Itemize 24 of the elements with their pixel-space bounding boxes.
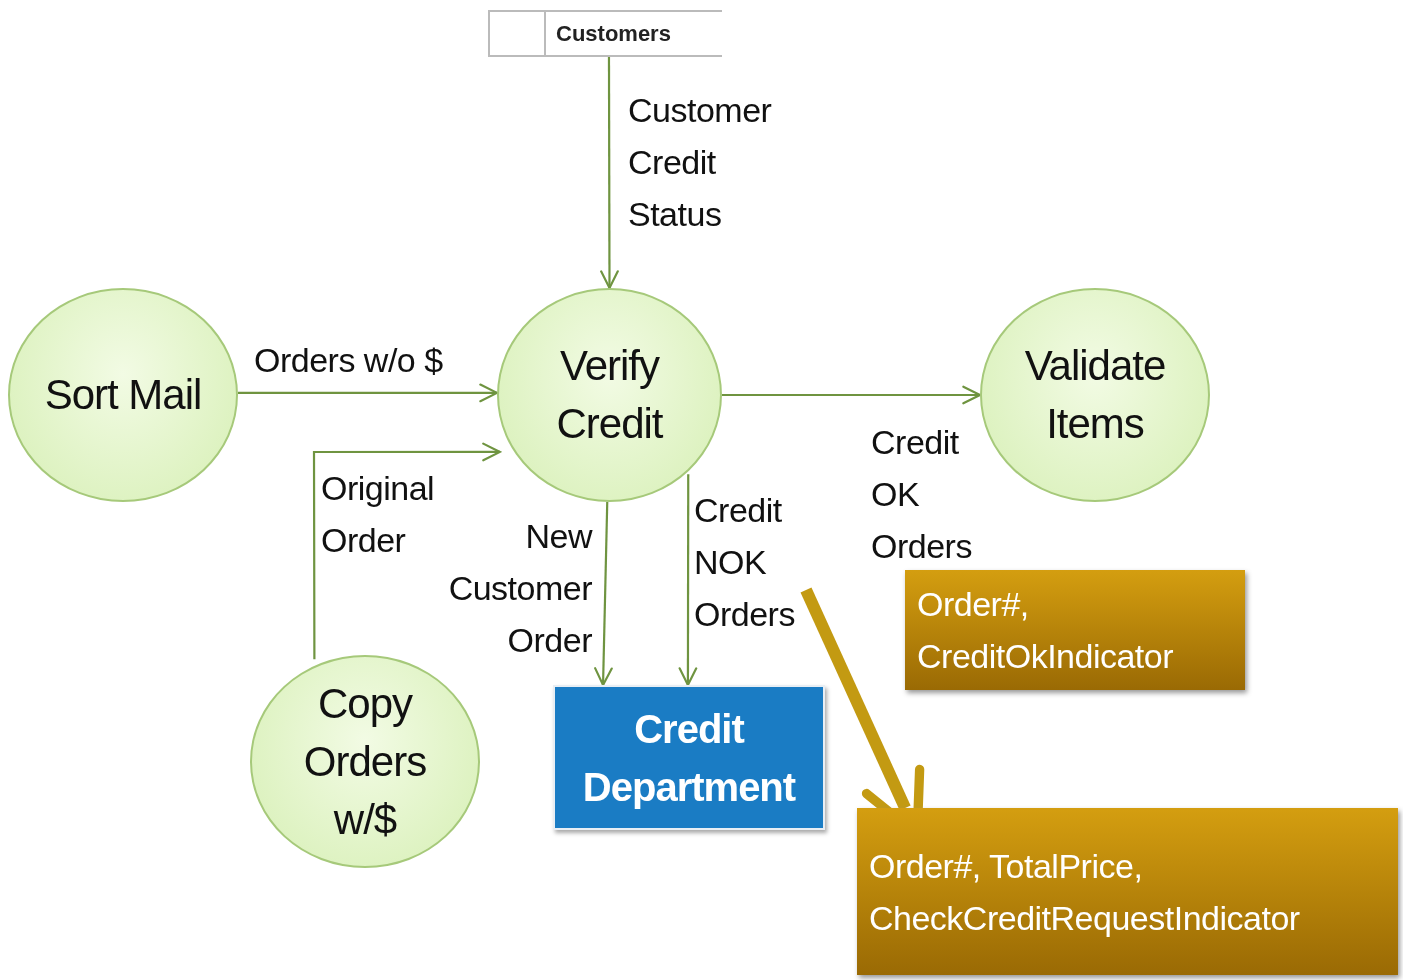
data-flow-arrow — [238, 383, 499, 403]
note-box — [857, 808, 1398, 975]
edge-label: New Customer Order — [447, 516, 592, 661]
data-store — [488, 10, 722, 57]
process-label: Validate Items — [1023, 341, 1167, 449]
data-flow-arrow — [594, 501, 613, 687]
process-label: Verify Credit — [555, 341, 664, 449]
data-flow-arrow — [722, 385, 982, 405]
edge-label: Orders w/o $ — [254, 340, 444, 381]
edge-label: Customer Credit Status — [628, 90, 773, 235]
data-flow-arrow — [312, 442, 501, 660]
entity-label: Credit Department — [581, 705, 797, 811]
note-text: Order#, TotalPrice, CheckCreditRequestIndicator — [869, 845, 1300, 939]
process-label: Sort Mail — [44, 370, 202, 420]
data-flow-arrow — [600, 57, 619, 290]
data-store-label: Customers — [556, 20, 671, 47]
note-text: Order#, CreditOkIndicator — [917, 584, 1174, 677]
edge-label: Credit NOK Orders — [694, 490, 796, 635]
data-flow-arrow — [678, 474, 698, 687]
note-box — [905, 570, 1245, 690]
external-entity-box — [553, 685, 825, 830]
process-label: Copy Orders w/$ — [302, 678, 428, 845]
edge-label: Original Order — [321, 468, 436, 561]
edge-label: Credit OK Orders — [871, 422, 973, 567]
